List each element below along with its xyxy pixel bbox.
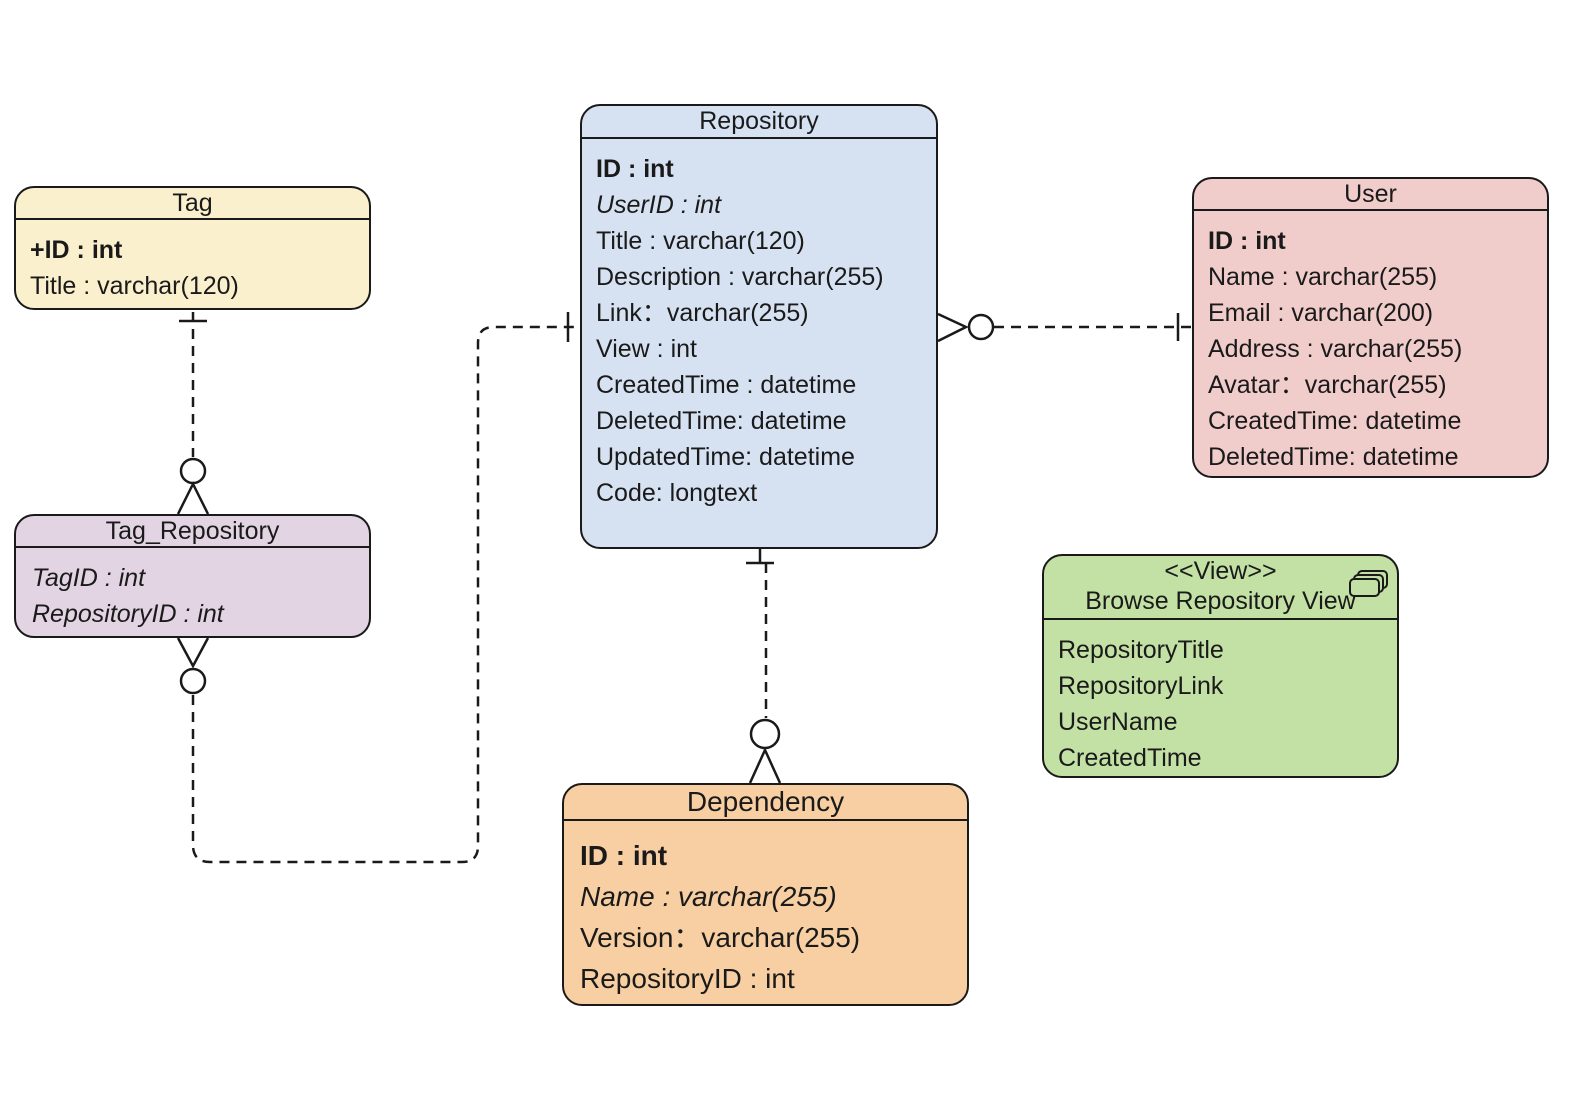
field-repository-1: UserID : int xyxy=(596,191,722,219)
entity-user-title: User xyxy=(1194,179,1547,211)
field-user-5: CreatedTime: datetime xyxy=(1208,407,1462,435)
field-user-6: DeletedTime: datetime xyxy=(1208,443,1459,471)
view-stereotype: <<View>> xyxy=(1164,557,1277,585)
connector-repository-to-dependency[interactable] xyxy=(746,549,782,784)
connector-repository-to-user[interactable] xyxy=(937,312,1192,343)
field-repository-3: Description : varchar(255) xyxy=(596,263,884,291)
field-user-0: ID : int xyxy=(1208,227,1286,255)
field-tag-1: Title : varchar(120) xyxy=(30,272,239,300)
field-user-3: Address : varchar(255) xyxy=(1208,335,1463,363)
field-view-0: RepositoryTitle xyxy=(1058,636,1224,664)
view-title-block: <<View>> Browse Repository View xyxy=(1044,556,1397,620)
connector-tag-to-tag-repository[interactable] xyxy=(176,312,210,515)
field-tag-0: +ID : int xyxy=(30,236,123,264)
field-tag-repository-0: TagID : int xyxy=(32,564,146,592)
entity-tag-title: Tag xyxy=(16,188,369,220)
field-dependency-1: Name : varchar(255) xyxy=(580,881,837,912)
field-dependency-0: ID : int xyxy=(580,840,668,871)
view-title: Browse Repository View xyxy=(1085,587,1356,615)
field-user-2: Email : varchar(200) xyxy=(1208,299,1434,327)
field-view-3: CreatedTime xyxy=(1058,744,1202,772)
field-dependency-2: Version：varchar(255) xyxy=(580,922,861,953)
field-repository-8: UpdatedTime: datetime xyxy=(596,443,855,471)
field-view-2: UserName xyxy=(1058,708,1178,736)
field-repository-0: ID : int xyxy=(596,155,674,183)
field-repository-9: Code: longtext xyxy=(596,479,758,507)
entity-dependency-title: Dependency xyxy=(564,785,967,821)
connector-tag-repository-to-repository[interactable] xyxy=(176,312,580,864)
field-repository-5: View : int xyxy=(596,335,697,363)
field-repository-7: DeletedTime: datetime xyxy=(596,407,847,435)
entity-browse-repository-view[interactable]: <<View>> Browse Repository View Reposito… xyxy=(1042,554,1399,778)
field-repository-2: Title : varchar(120) xyxy=(596,227,805,255)
field-view-1: RepositoryLink xyxy=(1058,672,1224,700)
field-tag-repository-1: RepositoryID : int xyxy=(32,600,224,628)
field-user-4: Avatar：varchar(255) xyxy=(1208,371,1447,399)
field-repository-6: CreatedTime : datetime xyxy=(596,371,857,399)
stacked-tables-icon xyxy=(1349,570,1388,597)
field-user-1: Name : varchar(255) xyxy=(1208,263,1438,291)
entity-tag-repository-title: Tag_Repository xyxy=(16,516,369,548)
entity-repository-title: Repository xyxy=(582,106,936,139)
field-dependency-3: RepositoryID : int xyxy=(580,963,795,994)
field-repository-4: Link：varchar(255) xyxy=(596,299,809,327)
